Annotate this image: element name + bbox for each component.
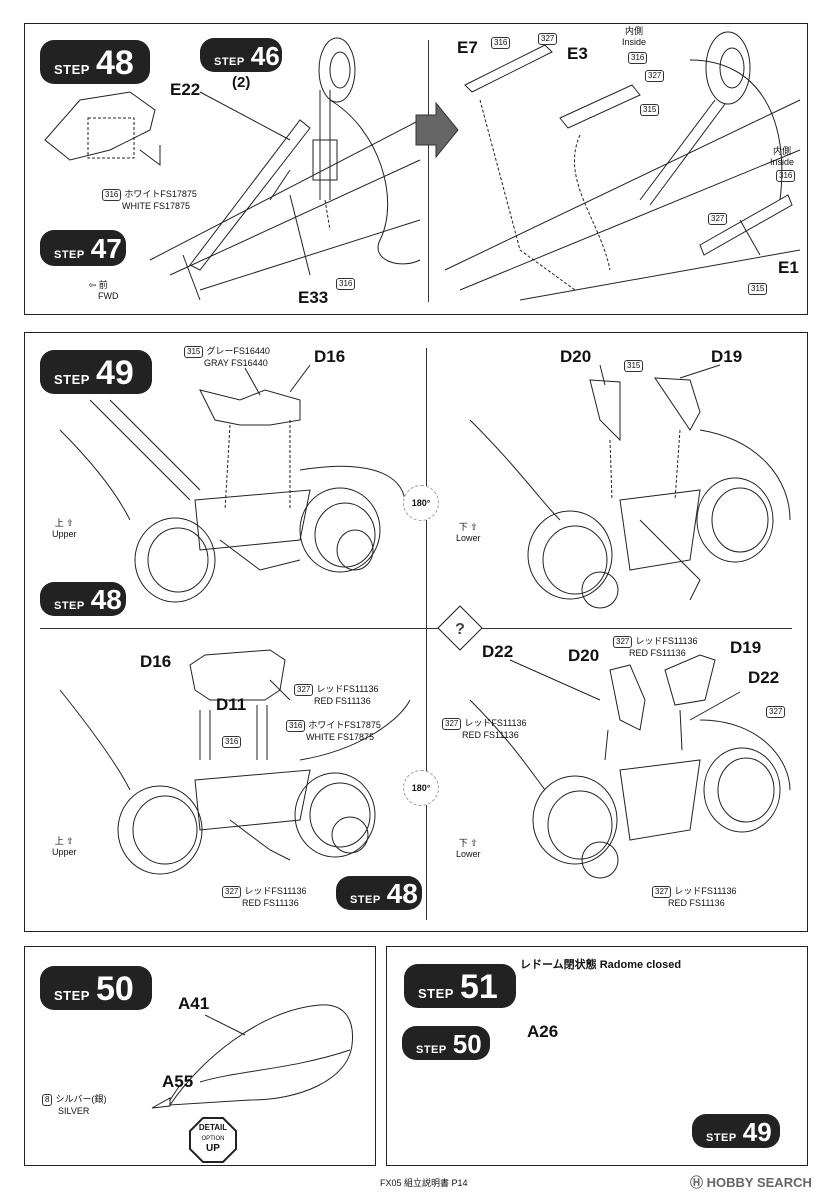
- step-48-badge-b: STEP 48: [336, 876, 422, 910]
- brand-watermark: Ⓗ HOBBY SEARCH: [690, 1175, 812, 1190]
- part-e3: E3: [567, 44, 588, 63]
- step-number: 48: [386, 878, 418, 909]
- color-callout: 316: [222, 736, 244, 748]
- color-callout: 327: [766, 706, 788, 718]
- step-number: 49: [742, 1117, 772, 1147]
- part-d16: D16: [314, 347, 346, 366]
- fwd-indicator: ⇦ 前 FWD: [88, 280, 119, 301]
- step-number: 50: [452, 1029, 482, 1059]
- step-49-badge: STEP 49: [40, 350, 152, 394]
- up-arrow-icon: ⇧: [470, 838, 478, 848]
- color-callout: 316: [336, 278, 358, 290]
- fwd-arrow-icon: ⇦: [88, 280, 97, 290]
- svg-text:?: ?: [455, 621, 465, 638]
- color-callout: 315: [640, 104, 662, 116]
- color-callout: 327: [708, 213, 730, 225]
- step-50-badge: STEP 50: [40, 966, 152, 1010]
- step-48-badge: STEP 48: [40, 40, 150, 84]
- step-word: STEP: [54, 988, 90, 1003]
- part-d11: D11: [216, 695, 247, 714]
- up-arrow-icon: ⇧: [66, 518, 74, 528]
- step-word: STEP: [214, 56, 245, 68]
- lower-indicator: 下 ⇧Lower: [456, 522, 481, 543]
- part-e7: E7: [457, 38, 478, 57]
- part-d22: D22: [482, 642, 514, 661]
- rotate-180-icon: 180°: [403, 485, 439, 521]
- step-number: 47: [90, 233, 122, 264]
- color-callout: 315: [748, 283, 770, 295]
- step-word: STEP: [350, 894, 381, 906]
- step-49-badge: STEP 49: [692, 1114, 780, 1148]
- step-word: STEP: [54, 372, 90, 387]
- step-word: STEP: [416, 1044, 447, 1056]
- detail-up-badge: DETAIL OPTION UP: [188, 1116, 238, 1164]
- color-callout: 316: [491, 37, 513, 49]
- part-d20: D20: [560, 347, 592, 366]
- step-number: 49: [95, 354, 134, 392]
- step-word: STEP: [54, 600, 85, 612]
- step-number: 51: [459, 968, 498, 1006]
- step-number: 46: [250, 41, 280, 71]
- step-51-badge: STEP 51: [404, 964, 516, 1008]
- part-d19: D19: [711, 347, 743, 366]
- page-footer: FX05 組立説明書 P14: [380, 1178, 468, 1188]
- step-word: STEP: [54, 62, 90, 77]
- color-callout: 316: [628, 52, 650, 64]
- part-e1: E1: [778, 258, 799, 277]
- panel-divider-h: [40, 628, 792, 629]
- rotate-180-icon: 180°: [403, 770, 439, 806]
- panel-divider-v: [426, 348, 427, 920]
- step-number: 48: [95, 44, 134, 82]
- step-word: STEP: [706, 1132, 737, 1144]
- step-46-badge: STEP 46: [200, 38, 282, 72]
- panel-divider: [428, 40, 429, 302]
- upper-indicator: 上 ⇧Upper: [52, 836, 77, 857]
- step-50-badge: STEP 50: [402, 1026, 490, 1060]
- step-word: STEP: [418, 986, 454, 1001]
- step-word: STEP: [54, 249, 85, 261]
- part-d22: D22: [748, 668, 780, 687]
- color-callout: 316: [776, 170, 798, 182]
- step-47-badge: STEP 47: [40, 230, 126, 266]
- color-callout: 315: [624, 360, 646, 372]
- part-a55: A55: [162, 1072, 194, 1091]
- part-d16: D16: [140, 652, 172, 671]
- up-arrow-icon: ⇧: [66, 836, 74, 846]
- part-e33: E33: [298, 288, 329, 307]
- lower-indicator: 下 ⇧Lower: [456, 838, 481, 859]
- part-e22: E22: [170, 80, 201, 99]
- step-number: 50: [95, 970, 134, 1008]
- part-d19: D19: [730, 638, 762, 657]
- part-a26: A26: [527, 1022, 559, 1041]
- part-a41: A41: [178, 994, 210, 1013]
- brand-logo-icon: Ⓗ: [690, 1175, 704, 1190]
- color-callout: 327: [538, 33, 560, 45]
- up-arrow-icon: ⇧: [470, 522, 478, 532]
- octagon-badge-icon: [189, 1117, 237, 1163]
- upper-indicator: 上 ⇧Upper: [52, 518, 77, 539]
- exhaust-nozzle-illustration: ?: [59, 364, 791, 879]
- step-48-badge-a: STEP 48: [40, 582, 126, 616]
- radome-closed-title: レドーム閉状態 Radome closed: [520, 959, 682, 971]
- step-46-sub: (2): [232, 74, 251, 91]
- step-number: 48: [90, 584, 122, 615]
- part-d20: D20: [568, 646, 600, 665]
- landing-gear-illustration: [44, 31, 801, 301]
- color-callout: 327: [645, 70, 667, 82]
